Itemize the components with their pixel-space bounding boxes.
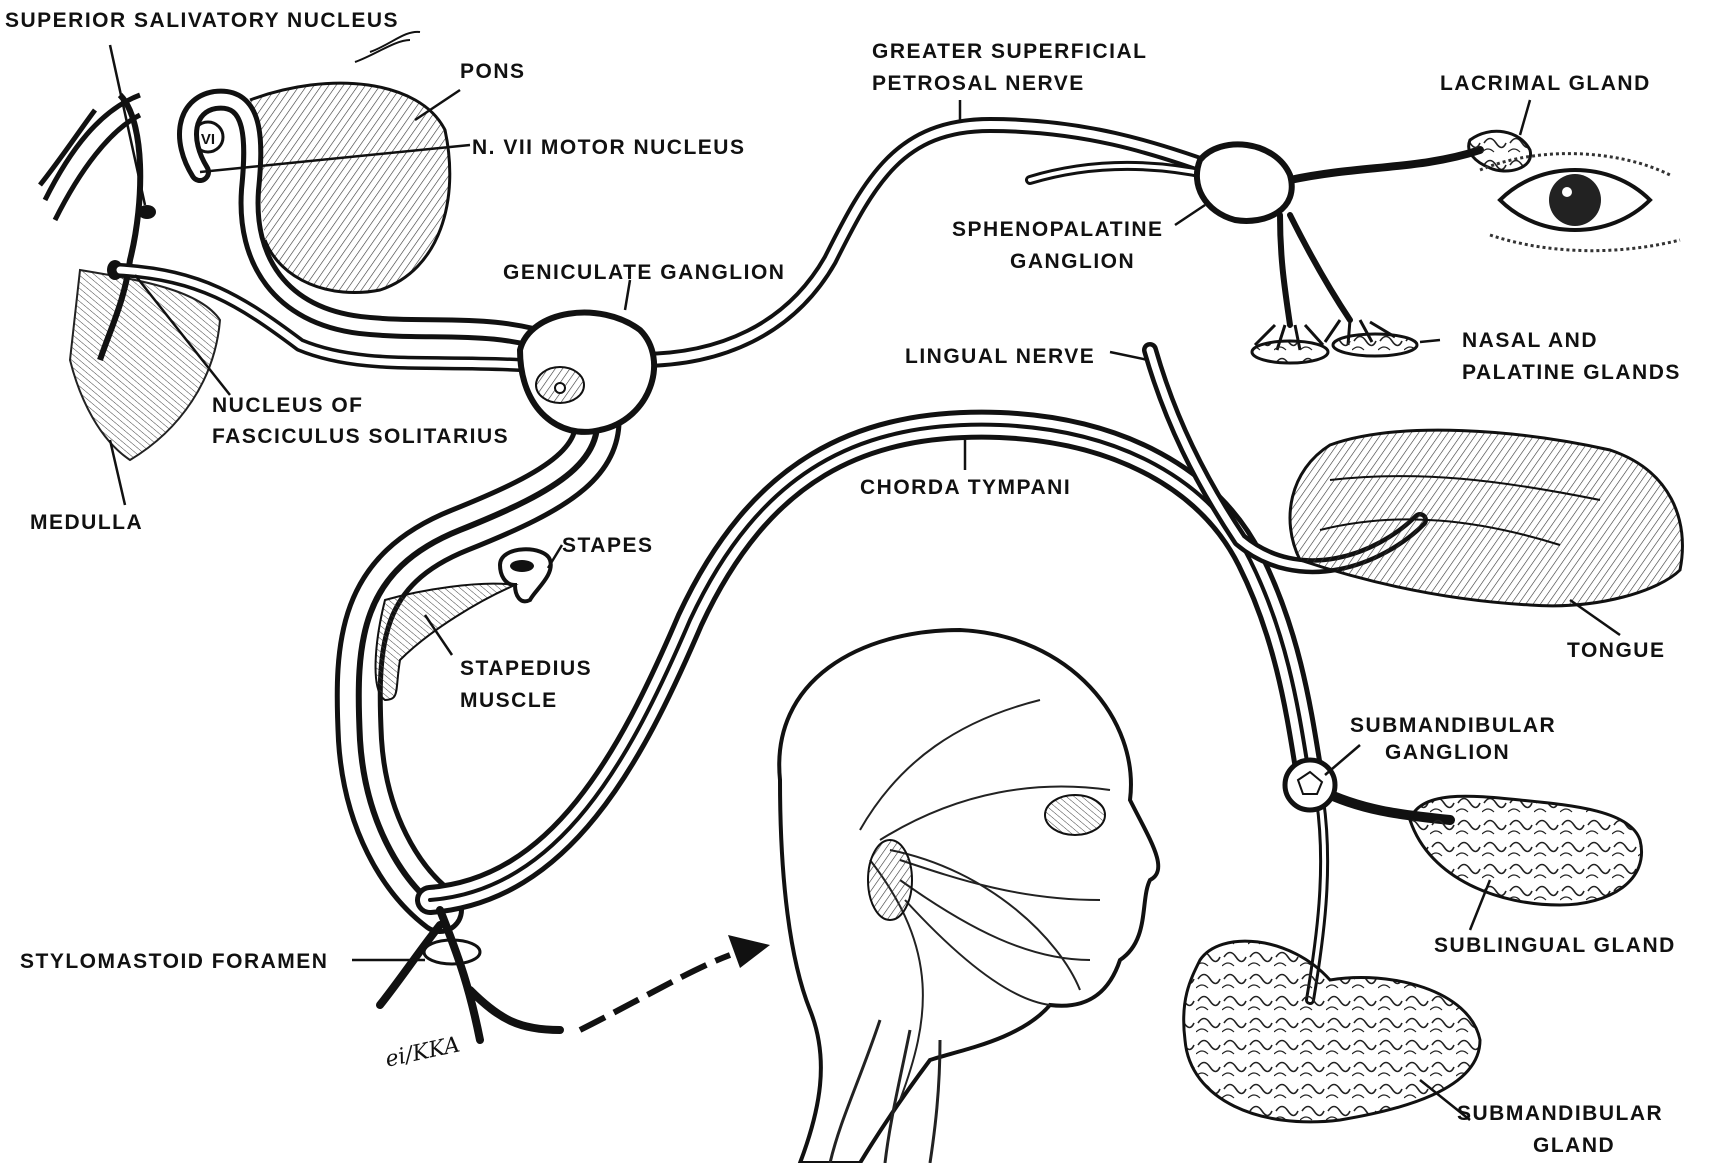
geniculate-core xyxy=(555,383,565,393)
label-sphenopalatine-ganglion: GANGLION xyxy=(1010,246,1135,277)
label-n-vii-motor-nucleus: N. VII MOTOR NUCLEUS xyxy=(472,132,745,163)
geniculate-ganglion xyxy=(520,313,654,432)
label-petrosal-nerve: PETROSAL NERVE xyxy=(872,68,1085,99)
sublingual-gland xyxy=(1410,796,1642,905)
label-palatine-glands: PALATINE GLANDS xyxy=(1462,357,1681,388)
nasal-palatine-glands xyxy=(1252,320,1417,363)
medulla-outline xyxy=(70,270,220,460)
nasal-branch-2 xyxy=(1290,215,1350,320)
label-nucleus-of: NUCLEUS OF xyxy=(212,390,364,421)
label-tongue: TONGUE xyxy=(1567,635,1665,666)
label-submandibular-ganglion: GANGLION xyxy=(1385,737,1510,768)
eye-highlight xyxy=(1562,187,1572,197)
label-stapedius: STAPEDIUS xyxy=(460,653,592,684)
sphenopalatine-ganglion xyxy=(1197,144,1292,221)
head-illustration xyxy=(779,630,1158,1163)
submandibular-ganglion xyxy=(1285,760,1335,810)
tongue xyxy=(1290,430,1682,606)
label-gland: GLAND xyxy=(1533,1130,1615,1161)
label-stapes: STAPES xyxy=(562,530,653,561)
dashed-arrow xyxy=(580,955,730,1030)
label-chorda-tympani: CHORDA TYMPANI xyxy=(860,472,1071,503)
eye-iris xyxy=(1549,174,1601,226)
label-lingual-nerve: LINGUAL NERVE xyxy=(905,341,1095,372)
label-lacrimal-gland: LACRIMAL GLAND xyxy=(1440,68,1651,99)
label-fasciculus-solitarius: FASCICULUS SOLITARIUS xyxy=(212,421,509,452)
label-submandibular-gland: SUBMANDIBULAR xyxy=(1457,1098,1663,1129)
salivatory-nucleus-dot xyxy=(138,205,156,219)
lacrimal-gland xyxy=(1469,131,1531,171)
arrow-head xyxy=(728,935,770,968)
label-medulla: MEDULLA xyxy=(30,507,143,538)
pons-top-edge xyxy=(355,32,420,62)
pons-outline xyxy=(250,83,450,292)
label-sphenopalatine: SPHENOPALATINE xyxy=(952,214,1164,245)
label-sublingual-gland: SUBLINGUAL GLAND xyxy=(1434,930,1676,961)
label-greater-superficial: GREATER SUPERFICIAL xyxy=(872,36,1147,67)
stapes xyxy=(500,549,551,601)
label-muscle: MUSCLE xyxy=(460,685,558,716)
label-geniculate-ganglion: GENICULATE GANGLION xyxy=(503,257,785,288)
label-nasal-and: NASAL AND xyxy=(1462,325,1598,356)
head-outline xyxy=(779,630,1158,1163)
label-pons: PONS xyxy=(460,56,526,87)
lacrimal-branch xyxy=(1290,150,1480,180)
label-stylomastoid-foramen: STYLOMASTOID FORAMEN xyxy=(20,946,328,977)
label-superior-salivatory-nucleus: SUPERIOR SALIVATORY NUCLEUS xyxy=(5,5,399,36)
submandibular-gland xyxy=(1184,941,1480,1122)
ear xyxy=(868,840,912,920)
vi-nucleus-label: VI xyxy=(201,131,215,148)
nasal-branch-1 xyxy=(1280,215,1290,325)
extracranial-branches xyxy=(380,910,560,1040)
head-eye xyxy=(1045,795,1105,835)
stapes-footplate xyxy=(510,560,534,572)
